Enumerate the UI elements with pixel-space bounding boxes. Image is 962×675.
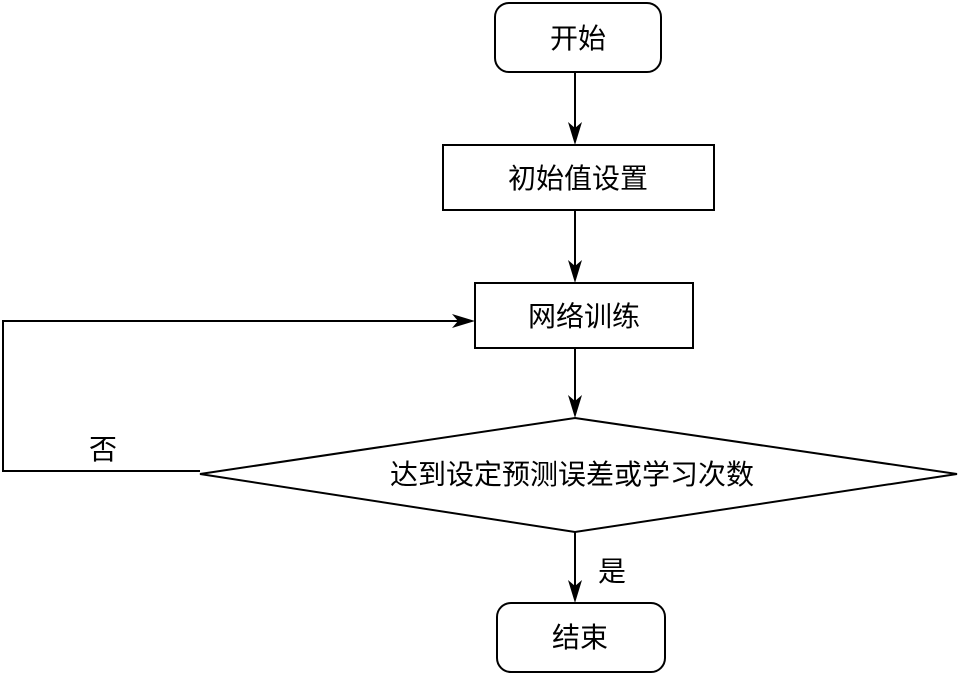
- decision-node-label: 达到设定预测误差或学习次数: [390, 458, 754, 491]
- edge-no-loop: 否: [2, 314, 475, 472]
- edge-no-label: 否: [89, 433, 117, 466]
- edge-no-loop-arrowhead: [452, 314, 475, 328]
- edge-init-to-train: [568, 210, 582, 283]
- decision-node: 达到设定预测误差或学习次数: [199, 416, 958, 534]
- init-node-label: 初始值设置: [508, 162, 648, 195]
- start-node: 开始: [494, 2, 662, 73]
- edge-yes-arrowhead: [568, 580, 582, 603]
- init-node-shape: [442, 144, 715, 211]
- end-node-label: 结束: [552, 621, 608, 654]
- end-node: 结束: [496, 602, 666, 673]
- edge-no-loop-line: [2, 320, 462, 472]
- edge-start-to-init-arrowhead: [568, 122, 582, 145]
- edge-train-to-decision: [568, 348, 582, 418]
- init-node: 初始值设置: [442, 144, 715, 211]
- train-node-shape: [474, 282, 694, 349]
- train-node-label: 网络训练: [528, 300, 640, 333]
- train-node: 网络训练: [474, 282, 694, 349]
- start-node-shape: [494, 2, 662, 73]
- edge-train-to-decision-arrowhead: [568, 395, 582, 418]
- edge-start-to-init: [568, 72, 582, 145]
- edge-yes: 是: [568, 532, 626, 603]
- edge-yes-label: 是: [598, 555, 626, 588]
- edge-init-to-train-arrowhead: [568, 260, 582, 283]
- start-node-label: 开始: [550, 22, 606, 55]
- end-node-shape: [496, 602, 666, 673]
